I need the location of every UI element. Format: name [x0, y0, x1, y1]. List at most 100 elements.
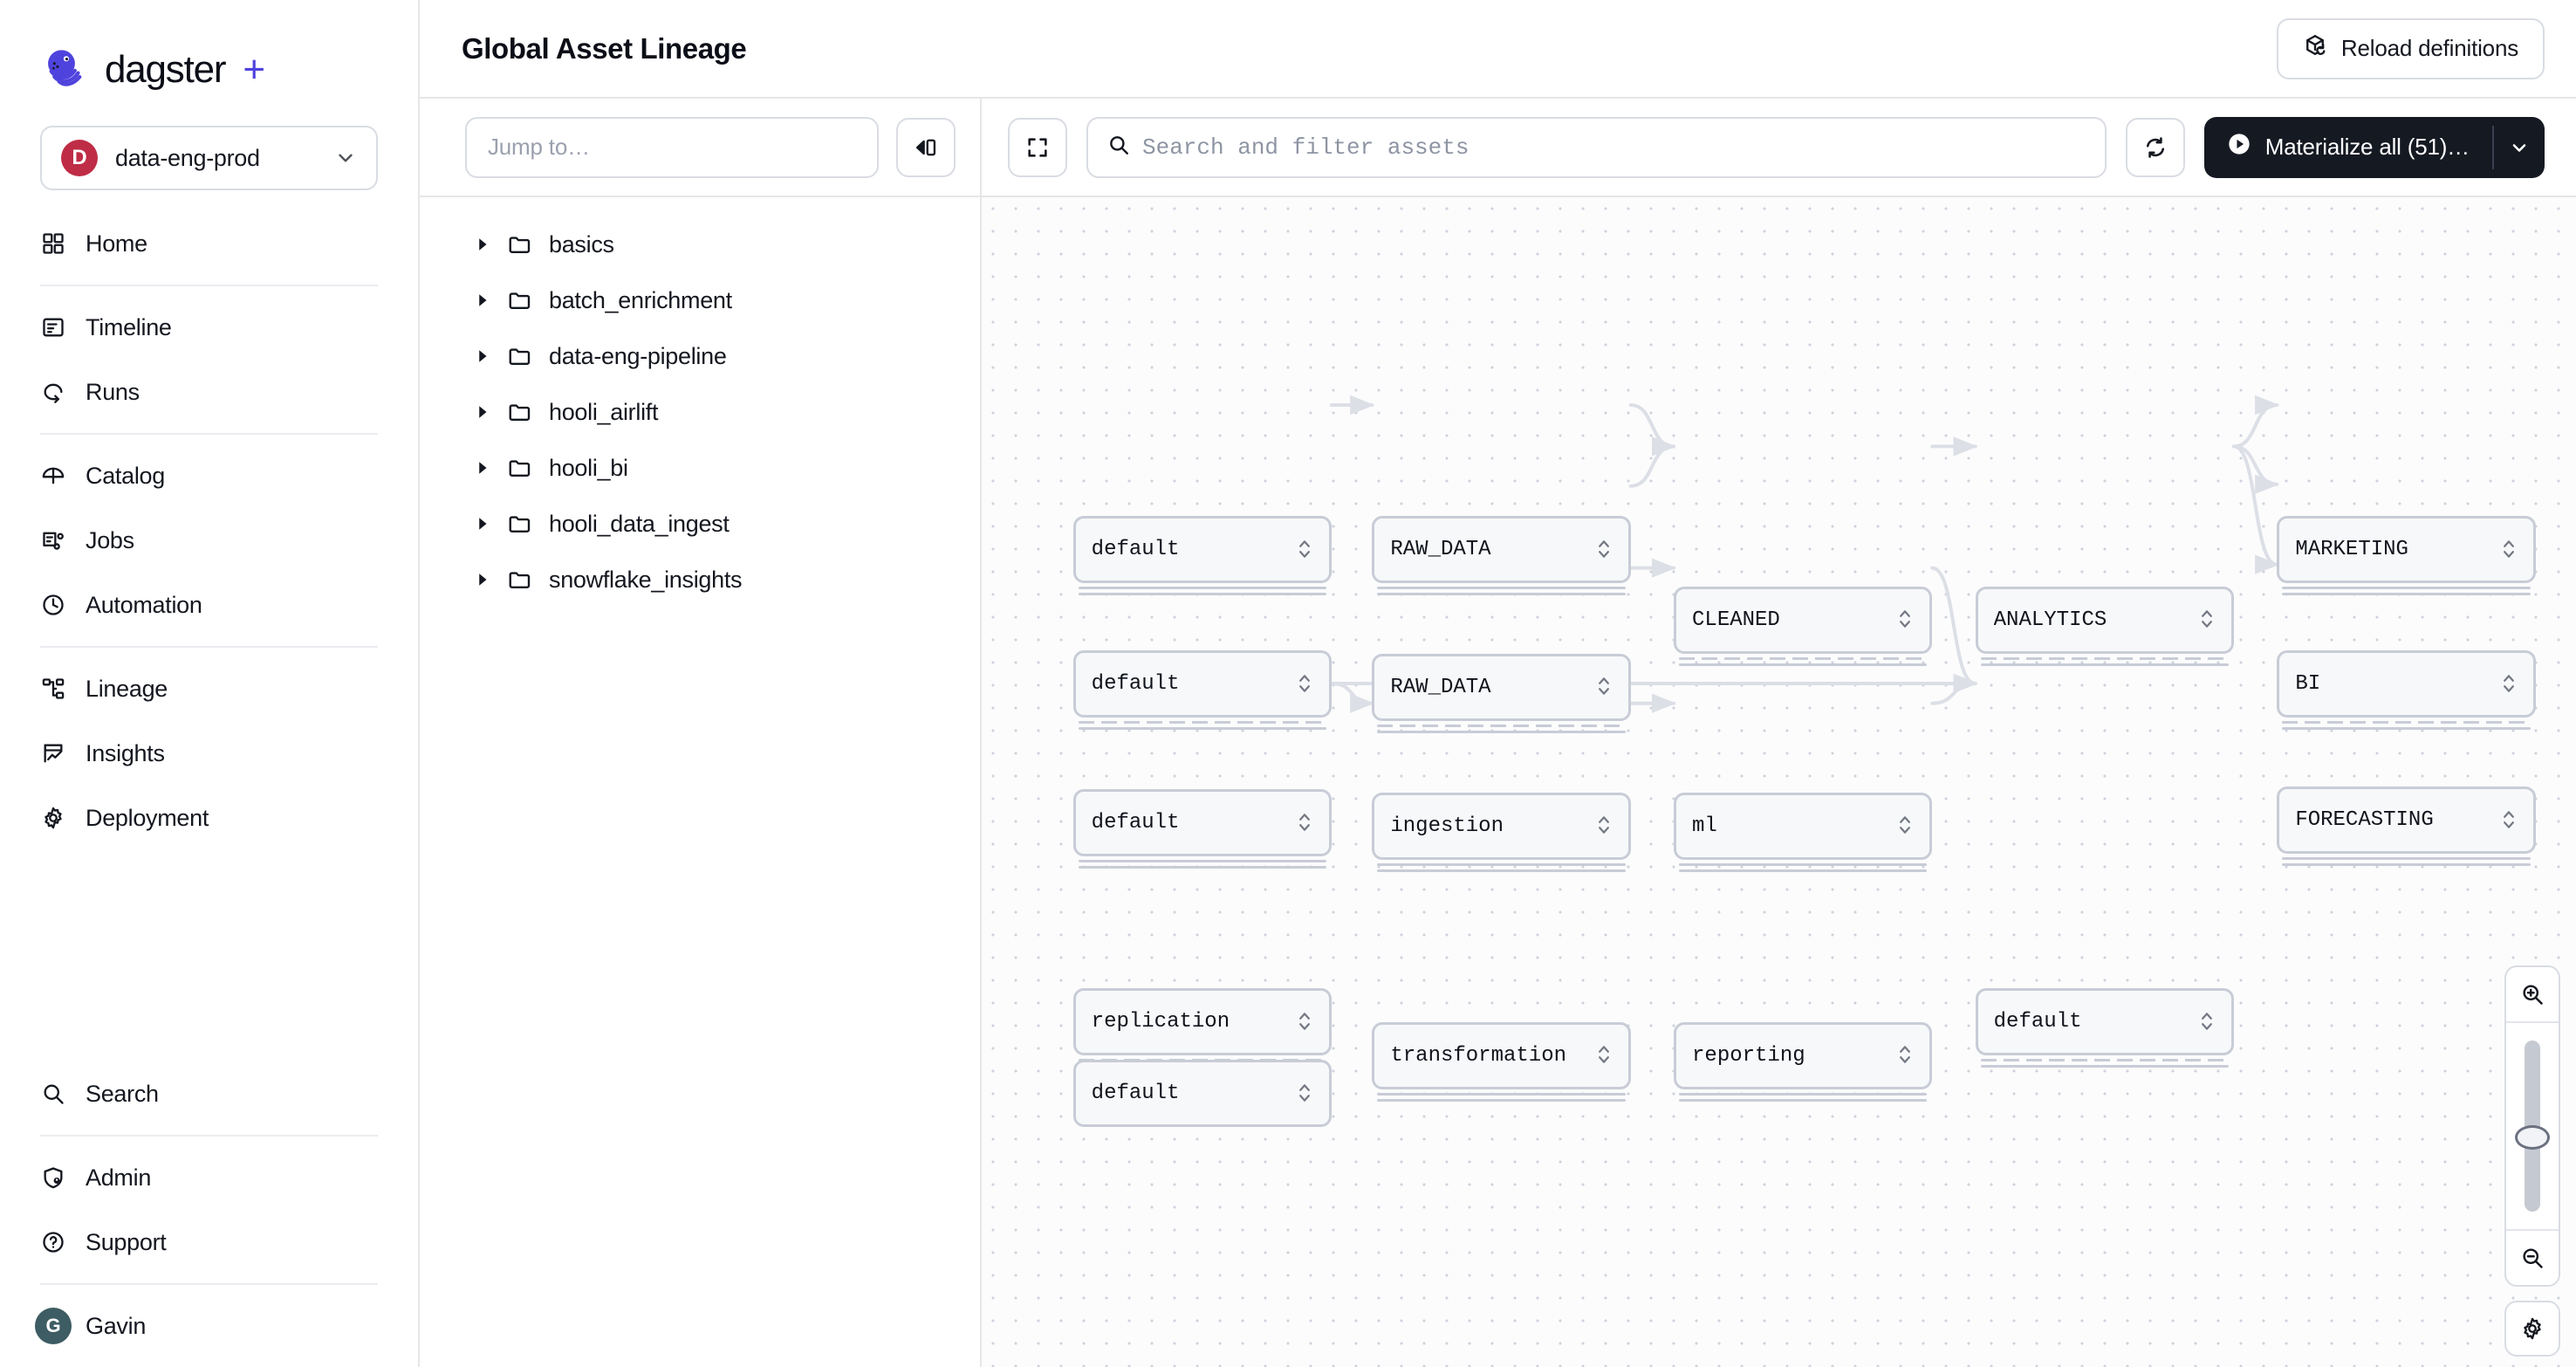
sidebar-item-catalog[interactable]: Catalog: [0, 443, 418, 508]
asset-group-node[interactable]: MARKETING: [2277, 516, 2536, 584]
deployment-picker[interactable]: D data-eng-prod: [40, 126, 378, 190]
zoom-slider[interactable]: [2506, 1023, 2559, 1229]
graph-edge: [1332, 684, 1375, 713]
zoom-divider: [2506, 1229, 2559, 1231]
brand[interactable]: dagster +: [0, 0, 418, 101]
asset-group-node[interactable]: ANALYTICS: [1975, 586, 2234, 654]
caret-right-icon[interactable]: [474, 347, 491, 365]
sidebar-item-admin[interactable]: Admin: [0, 1145, 418, 1210]
expand-collapse-chevrons-icon[interactable]: [1896, 811, 1915, 841]
node-collapsed-stack: [1377, 860, 1626, 872]
asset-group-node[interactable]: default: [1072, 1060, 1332, 1128]
tree-item-data-eng-pipeline[interactable]: data-eng-pipeline: [420, 328, 980, 384]
node-label: default: [1091, 1082, 1180, 1106]
asset-group-node[interactable]: reporting: [1674, 1021, 1933, 1089]
caret-right-icon[interactable]: [474, 459, 491, 477]
sidebar-item-lineage[interactable]: Lineage: [0, 656, 418, 721]
fit-view-button[interactable]: [1008, 117, 1067, 177]
node-collapsed-stack: [2282, 583, 2531, 596]
expand-collapse-chevrons-icon[interactable]: [1595, 672, 1614, 702]
sidebar-item-timeline[interactable]: Timeline: [0, 295, 418, 360]
sidebar-item-label: Search: [86, 1080, 159, 1107]
caret-right-icon[interactable]: [474, 292, 491, 309]
asset-group-node[interactable]: default: [1975, 988, 2234, 1056]
node-label: ANALYTICS: [1993, 608, 2107, 632]
asset-group-node[interactable]: RAW_DATA: [1372, 516, 1631, 584]
runs-loop-icon: [40, 379, 66, 405]
graph-settings-button[interactable]: [2504, 1301, 2560, 1357]
graph-edge: [1631, 436, 1676, 485]
expand-collapse-chevrons-icon[interactable]: [1595, 811, 1614, 841]
expand-collapse-chevrons-icon[interactable]: [1296, 670, 1315, 699]
user-name: Gavin: [86, 1312, 147, 1339]
caret-right-icon[interactable]: [474, 403, 491, 421]
tree-item-hooli_data_ingest[interactable]: hooli_data_ingest: [420, 496, 980, 552]
asset-group-node[interactable]: ml: [1674, 792, 1933, 860]
expand-collapse-chevrons-icon[interactable]: [1595, 1041, 1614, 1070]
expand-collapse-chevrons-icon[interactable]: [1896, 605, 1915, 635]
asset-group-node[interactable]: CLEANED: [1674, 586, 1933, 654]
node-label: default: [1091, 538, 1180, 562]
toolbar-right: Materialize all (51)…: [982, 99, 2576, 197]
caret-right-icon[interactable]: [474, 571, 491, 588]
tree-item-hooli_airlift[interactable]: hooli_airlift: [420, 384, 980, 440]
tree-item-hooli_bi[interactable]: hooli_bi: [420, 440, 980, 496]
materialize-all-button[interactable]: Materialize all (51)…: [2203, 116, 2545, 178]
expand-collapse-chevrons-icon[interactable]: [2198, 1007, 2217, 1037]
asset-group-node[interactable]: FORECASTING: [2277, 787, 2536, 855]
reload-definitions-button[interactable]: Reload definitions: [2276, 17, 2545, 79]
expand-collapse-chevrons-icon[interactable]: [1296, 1007, 1315, 1037]
node-collapsed-stack: [1377, 721, 1626, 733]
asset-search-box[interactable]: [1086, 116, 2107, 178]
expand-collapse-chevrons-icon[interactable]: [2500, 670, 2519, 699]
tree-item-batch_enrichment[interactable]: batch_enrichment: [420, 272, 980, 328]
asset-group-node[interactable]: ingestion: [1372, 792, 1631, 860]
zoom-slider-thumb[interactable]: [2515, 1124, 2550, 1150]
expand-collapse-chevrons-icon[interactable]: [2198, 605, 2217, 635]
expand-collapse-chevrons-icon[interactable]: [1896, 1041, 1915, 1070]
tree-item-snowflake_insights[interactable]: snowflake_insights: [420, 552, 980, 608]
caret-right-icon[interactable]: [474, 236, 491, 253]
collapse-left-panel-icon[interactable]: [896, 117, 956, 177]
main-area: Global Asset Lineage Reload definitions: [420, 0, 2576, 1367]
materialize-main[interactable]: Materialize all (51)…: [2204, 117, 2492, 178]
zoom-out-icon[interactable]: [2506, 1231, 2559, 1285]
search-input[interactable]: [1142, 134, 2086, 161]
asset-group-node[interactable]: default: [1072, 650, 1332, 718]
insights-chart-icon: [40, 740, 66, 766]
sidebar-item-home[interactable]: Home: [0, 211, 418, 276]
expand-collapse-chevrons-icon[interactable]: [2500, 535, 2519, 565]
sidebar-item-user[interactable]: G Gavin: [0, 1294, 418, 1358]
sidebar-item-jobs[interactable]: Jobs: [0, 508, 418, 573]
caret-right-icon[interactable]: [474, 515, 491, 532]
sidebar-item-insights[interactable]: Insights: [0, 721, 418, 786]
asset-group-node[interactable]: default: [1072, 789, 1332, 857]
expand-collapse-chevrons-icon[interactable]: [1595, 535, 1614, 565]
sidebar-item-runs[interactable]: Runs: [0, 360, 418, 424]
sidebar-item-automation[interactable]: Automation: [0, 573, 418, 637]
nav-divider: [40, 285, 378, 286]
asset-group-node[interactable]: default: [1072, 516, 1332, 584]
gear-icon: [40, 805, 66, 831]
avatar: G: [35, 1308, 72, 1344]
sidebar-item-label: Timeline: [86, 313, 172, 340]
asset-group-node[interactable]: replication: [1072, 988, 1332, 1056]
sidebar-item-search[interactable]: Search: [0, 1061, 418, 1126]
materialize-dropdown-button[interactable]: [2494, 117, 2545, 178]
refresh-button[interactable]: [2125, 117, 2185, 177]
sidebar-item-deployment[interactable]: Deployment: [0, 786, 418, 850]
expand-collapse-chevrons-icon[interactable]: [2500, 806, 2519, 835]
asset-group-node[interactable]: transformation: [1372, 1021, 1631, 1089]
asset-group-node[interactable]: BI: [2277, 650, 2536, 718]
tree-item-basics[interactable]: basics: [420, 216, 980, 272]
expand-collapse-chevrons-icon[interactable]: [1296, 1079, 1315, 1109]
zoom-in-icon[interactable]: [2506, 967, 2559, 1021]
jump-to-input[interactable]: [465, 116, 879, 178]
expand-collapse-chevrons-icon[interactable]: [1296, 808, 1315, 838]
tree-item-label: batch_enrichment: [549, 286, 732, 313]
expand-collapse-chevrons-icon[interactable]: [1296, 535, 1315, 565]
tree-item-label: basics: [549, 230, 614, 258]
asset-group-node[interactable]: RAW_DATA: [1372, 653, 1631, 721]
sidebar-item-support[interactable]: Support: [0, 1210, 418, 1274]
